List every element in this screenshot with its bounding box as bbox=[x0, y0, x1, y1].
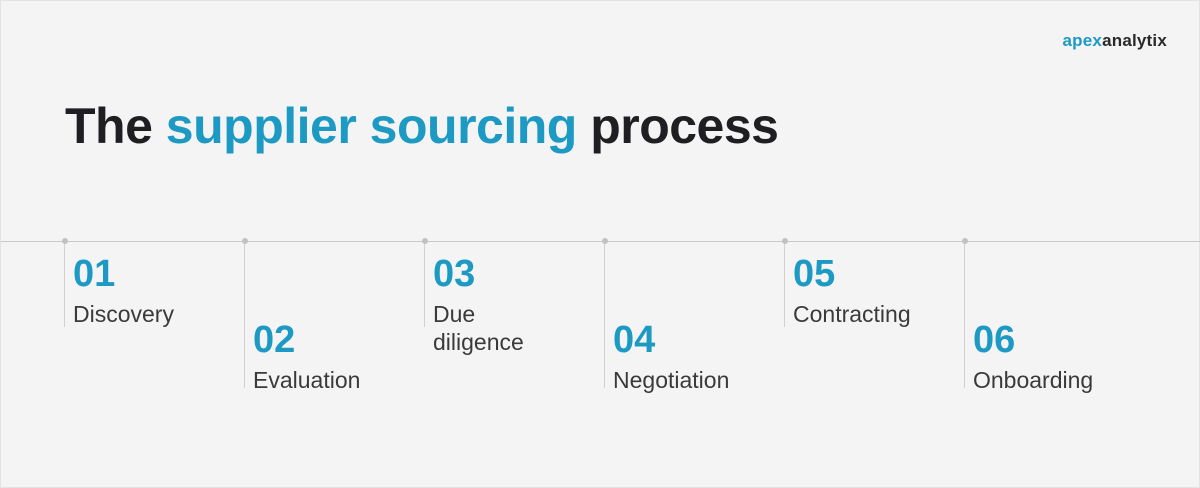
step-number: 03 bbox=[433, 253, 476, 295]
step-number: 06 bbox=[973, 319, 1016, 361]
step-label: Negotiation bbox=[613, 367, 730, 393]
step-connector bbox=[64, 242, 65, 327]
step-number: 04 bbox=[613, 319, 656, 361]
step-connector bbox=[424, 242, 425, 327]
timeline-dot bbox=[962, 238, 968, 244]
timeline-dot bbox=[422, 238, 428, 244]
step-content: 03 Due diligence bbox=[433, 254, 524, 356]
step-content: 06 Onboarding bbox=[973, 320, 1093, 394]
step-label-line1: Due bbox=[433, 301, 476, 327]
logo-analytix-text: analytix bbox=[1102, 31, 1167, 50]
step-label: Onboarding bbox=[973, 367, 1094, 393]
step-label: Discovery bbox=[73, 301, 174, 327]
step-content: 05 Contracting bbox=[793, 254, 911, 328]
step-number: 02 bbox=[253, 319, 296, 361]
step-number: 05 bbox=[793, 253, 836, 295]
step-number: 01 bbox=[73, 253, 116, 295]
step-label: Due diligence bbox=[433, 300, 524, 356]
logo-apex-text: apex bbox=[1062, 31, 1103, 50]
step-label: Contracting bbox=[793, 301, 911, 327]
page-title: The supplier sourcing process bbox=[65, 97, 779, 155]
title-suffix: process bbox=[576, 98, 779, 154]
step-connector bbox=[244, 242, 245, 388]
step-connector bbox=[604, 242, 605, 388]
step-content: 02 Evaluation bbox=[253, 320, 360, 394]
step-connector bbox=[964, 242, 965, 388]
timeline-line bbox=[1, 241, 1200, 242]
step-content: 01 Discovery bbox=[73, 254, 174, 328]
timeline-dot bbox=[602, 238, 608, 244]
step-label-line2: diligence bbox=[433, 329, 524, 355]
timeline-dot bbox=[242, 238, 248, 244]
brand-logo: apexanalytix bbox=[1063, 31, 1167, 51]
timeline-dot bbox=[62, 238, 68, 244]
step-label: Evaluation bbox=[253, 367, 361, 393]
title-prefix: The bbox=[65, 98, 166, 154]
title-highlight: supplier sourcing bbox=[165, 98, 578, 154]
step-connector bbox=[784, 242, 785, 327]
timeline-dot bbox=[782, 238, 788, 244]
step-content: 04 Negotiation bbox=[613, 320, 729, 394]
